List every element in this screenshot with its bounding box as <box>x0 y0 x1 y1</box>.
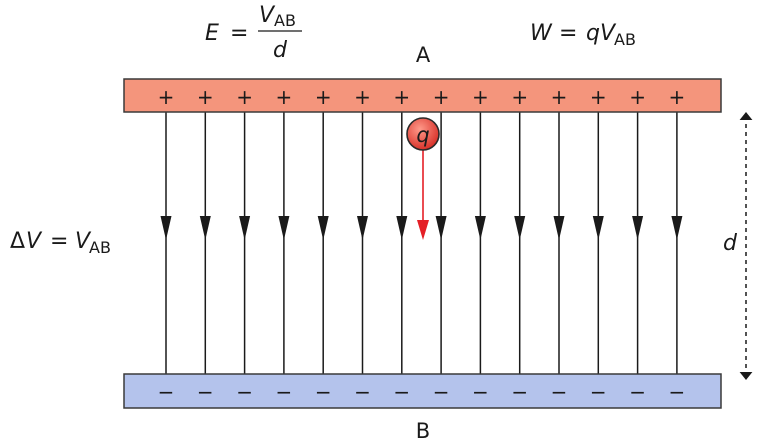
minus-sign: − <box>197 380 214 404</box>
field-line-arrowhead <box>435 216 447 240</box>
field-line-arrowhead <box>160 216 172 240</box>
test-charge <box>406 117 440 151</box>
charge-label: q <box>416 123 429 147</box>
plus-sign: + <box>276 85 293 109</box>
minus-sign: − <box>276 380 293 404</box>
plate-label-a: A <box>416 43 431 67</box>
field-line-arrowhead <box>474 216 486 240</box>
work-eq-equals: = <box>559 21 577 46</box>
minus-sign: − <box>433 380 450 404</box>
minus-signs: −−−−−−−−−−−−−− <box>158 380 686 404</box>
minus-sign: − <box>472 380 489 404</box>
negative-plate <box>123 373 722 409</box>
field-equation: E = V AB d <box>205 3 302 63</box>
plus-sign: + <box>315 85 332 109</box>
plus-sign: + <box>472 85 489 109</box>
field-line-arrowhead <box>592 216 604 240</box>
work-eq-voltage-sub: AB <box>614 30 636 49</box>
minus-sign: − <box>669 380 686 404</box>
minus-sign: − <box>393 380 410 404</box>
minus-sign: − <box>629 380 646 404</box>
field-line-arrowhead <box>632 216 644 240</box>
field-line-arrowhead <box>553 216 565 240</box>
minus-sign: − <box>236 380 253 404</box>
plus-sign: + <box>511 85 528 109</box>
potential-eq-voltage-sub: AB <box>89 238 111 257</box>
plus-sign: + <box>158 85 175 109</box>
plus-sign: + <box>551 85 568 109</box>
plus-sign: + <box>669 85 686 109</box>
minus-sign: − <box>354 380 371 404</box>
field-line-arrowhead <box>514 216 526 240</box>
potential-eq-lhs: V <box>26 229 43 254</box>
potential-eq-delta: Δ <box>10 229 25 254</box>
minus-sign: − <box>590 380 607 404</box>
work-eq-voltage: V <box>600 21 617 46</box>
field-line-arrowhead <box>317 216 329 240</box>
field-line-arrowhead <box>239 216 251 240</box>
force-arrow-head <box>417 220 429 240</box>
plus-sign: + <box>629 85 646 109</box>
plus-sign: + <box>354 85 371 109</box>
plus-sign: + <box>236 85 253 109</box>
field-eq-denominator: d <box>273 38 288 63</box>
potential-eq-equals: = <box>50 229 68 254</box>
minus-sign: − <box>158 380 175 404</box>
minus-sign: − <box>551 380 568 404</box>
field-eq-numerator: V <box>259 3 276 28</box>
plus-sign: + <box>590 85 607 109</box>
plus-sign: + <box>197 85 214 109</box>
minus-sign: − <box>511 380 528 404</box>
field-eq-lhs: E <box>205 21 219 46</box>
potential-eq-voltage: V <box>75 229 92 254</box>
field-eq-equals: = <box>230 21 248 46</box>
plus-sign: + <box>393 85 410 109</box>
distance-label: d <box>723 231 738 256</box>
work-equation: W = q V AB <box>530 21 636 49</box>
field-line-arrowhead <box>199 216 211 240</box>
field-lines <box>160 112 683 374</box>
positive-plate <box>123 78 722 113</box>
field-line-arrowhead <box>671 216 683 240</box>
plus-sign: + <box>433 85 450 109</box>
field-line-arrowhead <box>396 216 408 240</box>
field-line-arrowhead <box>278 216 290 240</box>
minus-sign: − <box>315 380 332 404</box>
work-eq-lhs: W <box>530 21 553 46</box>
plate-label-b: B <box>416 419 430 443</box>
plus-signs: + + + + + + + + + + + + + + <box>158 85 686 109</box>
potential-equation: Δ V = V AB <box>10 229 111 257</box>
field-eq-numerator-sub: AB <box>274 11 296 30</box>
work-eq-charge: q <box>586 21 600 46</box>
field-line-arrowhead <box>357 216 368 240</box>
